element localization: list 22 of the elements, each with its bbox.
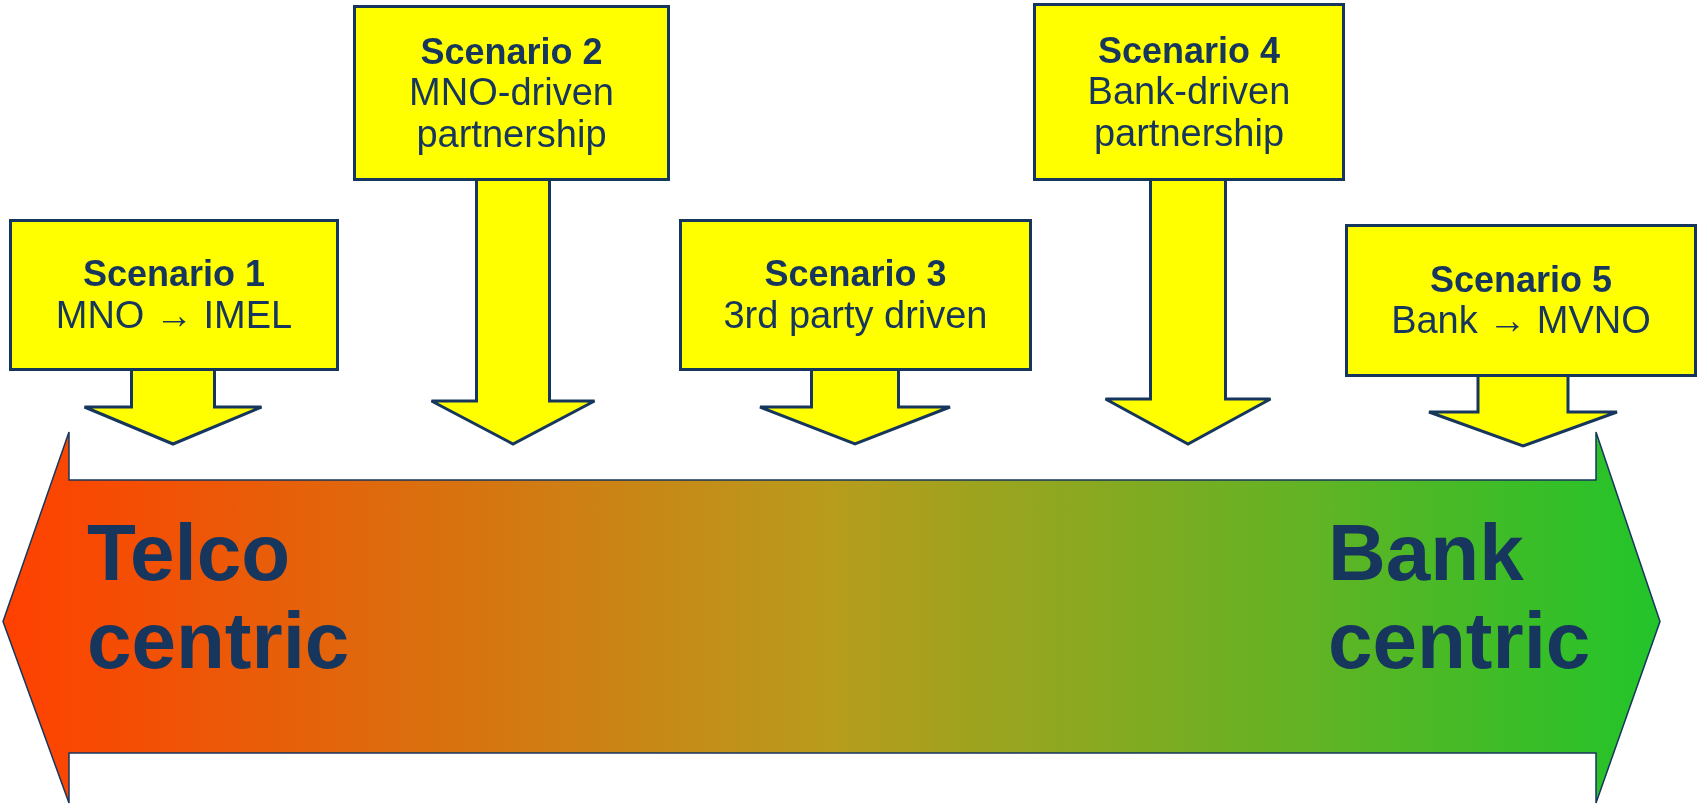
scale-end-label: Bank centric [1328,509,1592,685]
scenario-title: Scenario 1 [82,253,266,295]
block-arrow [430,178,596,446]
scenario-description: Bank-driven partnership [1086,70,1292,155]
scenario-callout [9,219,339,371]
scenario-callout [353,5,670,181]
scenario-description: MNO → IMEL [55,294,293,337]
scenario-title: Scenario 4 [1097,29,1281,71]
scenario-title: Scenario 2 [420,30,603,72]
scenario-description: 3rd party driven [723,294,988,337]
scenario-title: Scenario 5 [1429,258,1613,301]
scenario-callout [679,219,1032,371]
scenario-description: Bank → MVNO [1391,300,1651,343]
scenario-callout [1033,3,1345,181]
scenario-callout [1345,224,1697,377]
scale-end-label: Telco centric [87,509,351,685]
scenario-description: MNO-driven partnership [408,71,615,156]
block-arrow [758,368,952,446]
block-arrow [1427,374,1619,448]
scenario-title: Scenario 3 [764,253,947,295]
block-arrow [1104,178,1272,446]
block-arrow [83,368,263,446]
